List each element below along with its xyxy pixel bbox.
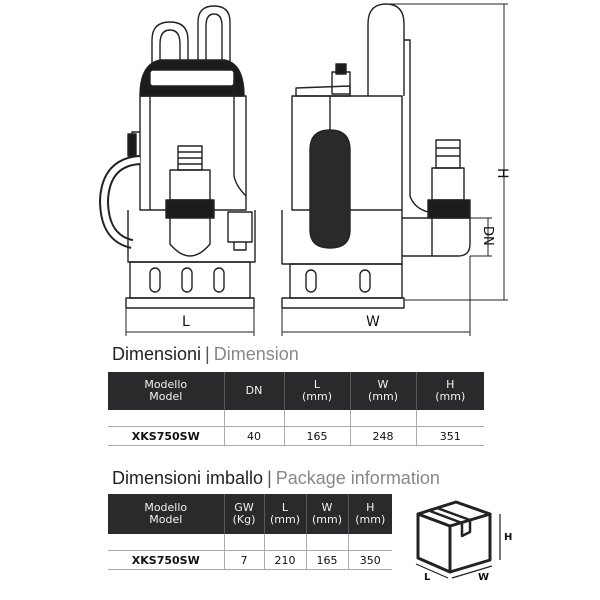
cell-dn: 40	[224, 426, 285, 446]
pump-front-view	[99, 5, 256, 309]
cell-w: 165	[306, 550, 349, 570]
package-box-icon: H L W	[415, 500, 512, 583]
height-label: H	[494, 168, 510, 179]
cell-gw: 7	[224, 550, 265, 570]
cell-model: XKS750SW	[108, 426, 225, 446]
table-row: XKS750SW 7 210 165 350	[108, 550, 392, 570]
side-width-label: W	[366, 314, 380, 330]
header-h: H(mm)	[348, 494, 392, 534]
front-width-dimension	[125, 308, 255, 336]
header-h: H(mm)	[416, 372, 484, 410]
table-spacer-row	[108, 410, 484, 427]
cell-h: 351	[416, 426, 484, 446]
box-h-label: H	[504, 532, 512, 543]
box-w-label: W	[478, 572, 489, 583]
dn-label: DN	[480, 226, 495, 246]
header-w: W(mm)	[306, 494, 349, 534]
cell-l: 165	[284, 426, 351, 446]
header-l: L(mm)	[284, 372, 351, 410]
dimension-title-en: Dimension	[213, 344, 299, 364]
side-width-dimension	[281, 256, 471, 336]
header-gw: GW(Kg)	[224, 494, 265, 534]
pump-side-view	[281, 3, 471, 309]
table-row: XKS750SW 40 165 248 351	[108, 426, 484, 446]
cell-l: 210	[264, 550, 307, 570]
header-l: L(mm)	[264, 494, 307, 534]
dimension-section-title: Dimensioni|Dimension	[112, 344, 299, 365]
package-title-it: Dimensioni imballo	[112, 468, 264, 488]
dimension-title-it: Dimensioni	[112, 344, 202, 364]
dn-dimension	[470, 217, 492, 257]
title-separator: |	[267, 468, 272, 488]
cell-h: 350	[348, 550, 392, 570]
cell-model: XKS750SW	[108, 550, 225, 570]
front-width-label: L	[182, 314, 190, 330]
title-separator: |	[205, 344, 210, 364]
height-dimension	[386, 3, 508, 301]
header-dn: DN	[224, 372, 285, 410]
package-title-en: Package information	[275, 468, 440, 488]
package-section-title: Dimensioni imballo|Package information	[112, 468, 440, 489]
pump-technical-drawing: L W H DN	[99, 3, 510, 336]
cell-w: 248	[350, 426, 417, 446]
header-w: W(mm)	[350, 372, 417, 410]
table-spacer-row	[108, 534, 392, 551]
box-l-label: L	[424, 572, 431, 583]
